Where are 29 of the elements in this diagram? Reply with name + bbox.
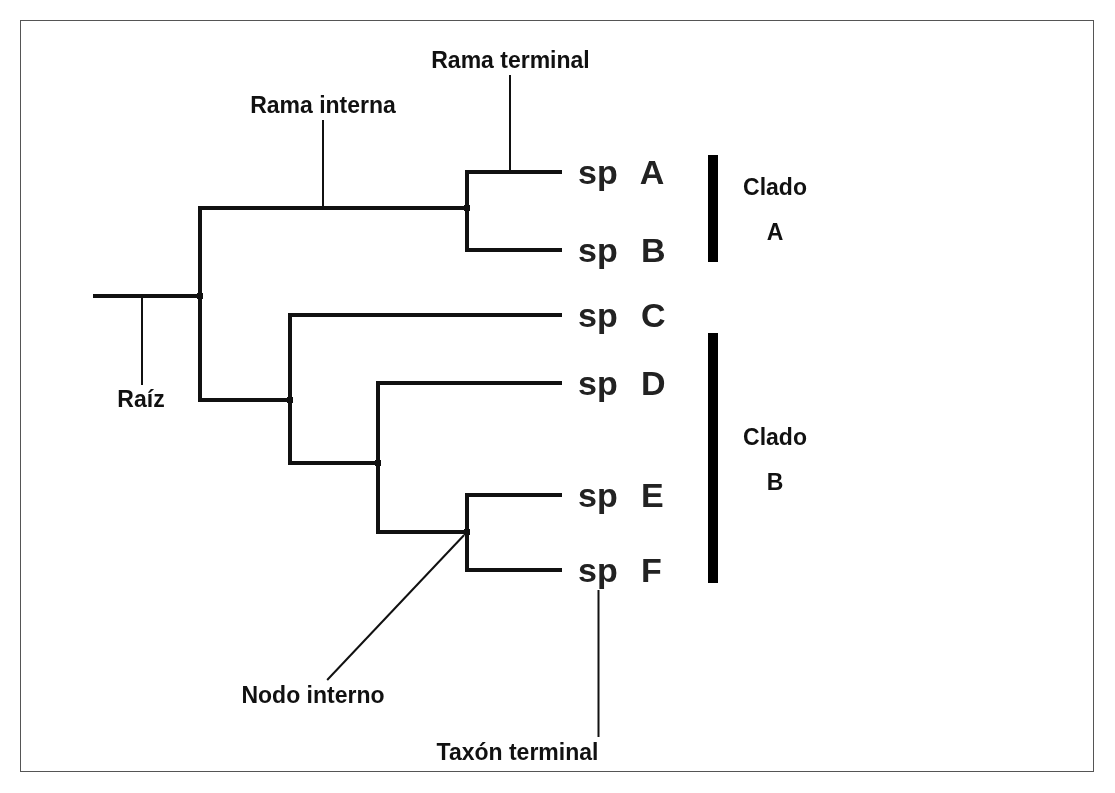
branch-label: Rama terminal — [403, 45, 618, 75]
tree-branch — [465, 211, 562, 252]
node-label: Nodo interno — [213, 680, 413, 710]
tree-branch — [198, 206, 464, 293]
tree-branch — [465, 170, 562, 205]
clade-label: Clado A — [742, 173, 808, 247]
leader-line — [509, 74, 511, 173]
tree-branch — [288, 403, 375, 465]
tree-branch — [376, 381, 562, 460]
taxon-label: sp C — [562, 295, 677, 335]
taxon-label: sp E — [562, 475, 677, 515]
leader-line — [326, 534, 466, 681]
root-label: Raíz — [105, 385, 177, 413]
branch-label: Rama interna — [213, 90, 433, 120]
taxon-label: sp A — [562, 152, 677, 192]
tree-branch — [93, 294, 197, 298]
tree-branch — [288, 313, 562, 397]
tree-branch — [465, 493, 562, 529]
taxon-label: sp B — [562, 230, 677, 270]
tree-branch — [198, 299, 287, 402]
taxon-label: sp D — [562, 363, 677, 403]
taxon-term-label: Taxón terminal — [400, 737, 635, 767]
leader-line — [322, 119, 324, 209]
tree-branch — [376, 466, 464, 534]
leader-line — [141, 297, 143, 386]
taxon-label: sp F — [562, 550, 677, 590]
clade-label: Clado B — [742, 423, 808, 497]
leader-line — [597, 589, 600, 738]
tree-branch — [465, 535, 562, 572]
